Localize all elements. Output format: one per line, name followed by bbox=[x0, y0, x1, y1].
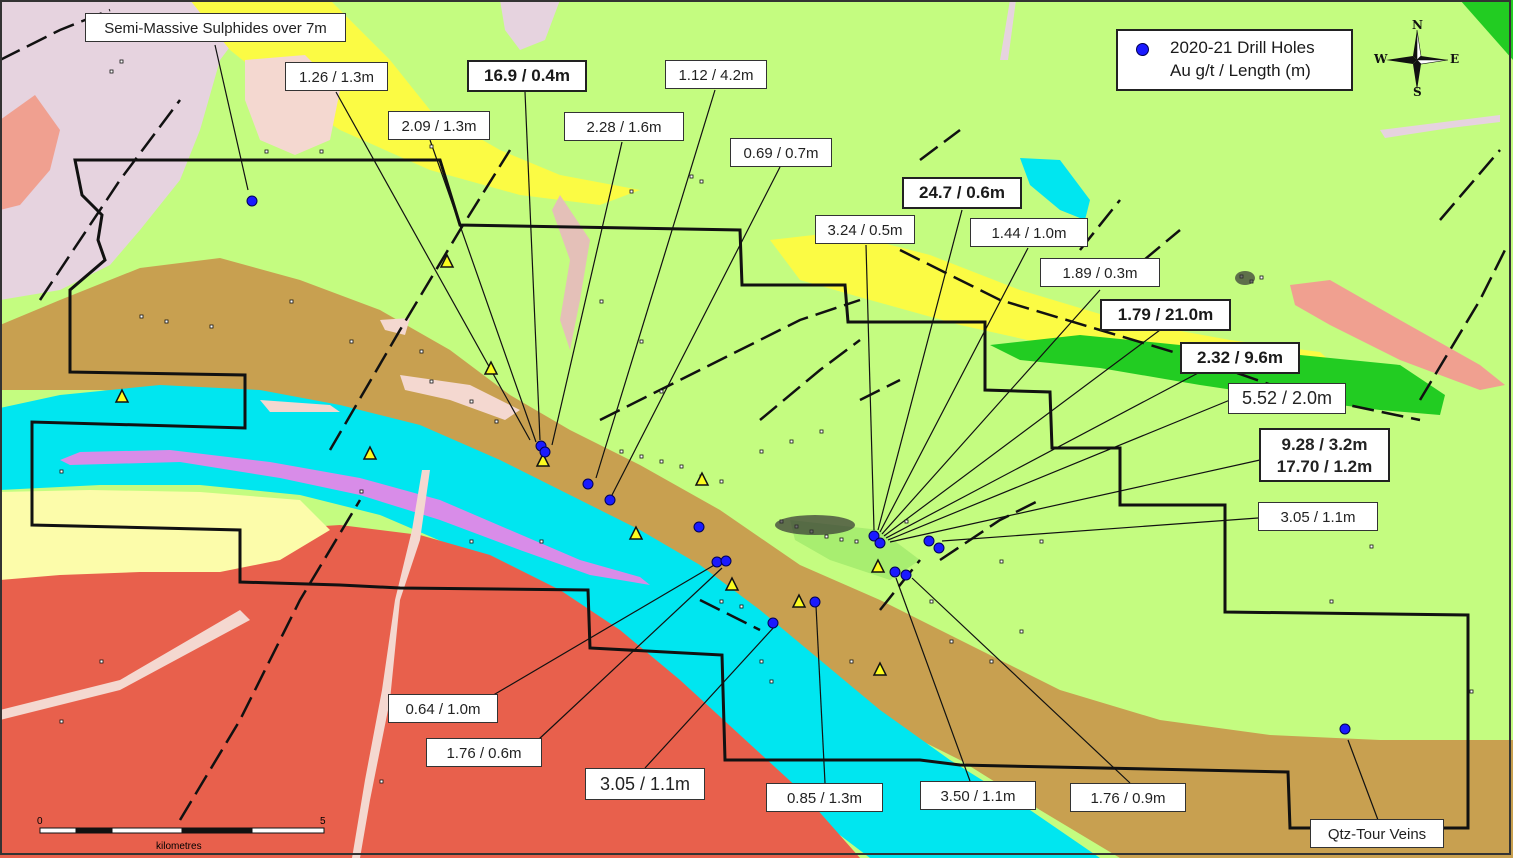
compass-rose-icon bbox=[1386, 29, 1449, 90]
compass-south: S bbox=[1413, 85, 1422, 99]
compass-west: W bbox=[1374, 52, 1388, 66]
intercept-label: 1.12 / 4.2m bbox=[665, 60, 767, 89]
legend: 2020-21 Drill Holes Au g/t / Length (m) bbox=[1116, 29, 1353, 91]
intercept-label: 1.76 / 0.6m bbox=[426, 738, 542, 767]
scale-bar bbox=[39, 827, 325, 834]
cyan-lens-east bbox=[1020, 158, 1090, 220]
legend-marker-label: 2020-21 Drill Holes bbox=[1170, 38, 1315, 57]
dense-collar-cluster bbox=[775, 271, 1255, 535]
qtz-tour-label: Qtz-Tour Veins bbox=[1310, 819, 1444, 848]
yellow-band-top bbox=[190, 0, 640, 205]
intercept-label: 16.9 / 0.4m bbox=[467, 60, 587, 92]
violet-stripe bbox=[60, 450, 650, 585]
compass-east: E bbox=[1450, 52, 1460, 66]
semi-massive-label: Semi-Massive Sulphides over 7m bbox=[85, 13, 346, 42]
pink-strip-top bbox=[500, 0, 560, 50]
intercept-label: 1.76 / 0.9m bbox=[1070, 783, 1186, 812]
pink-unit bbox=[0, 0, 265, 300]
intercept-label: 5.52 / 2.0m bbox=[1228, 383, 1346, 414]
intercept-label: 3.05 / 1.1m bbox=[1258, 502, 1378, 531]
intercept-label: 3.05 / 1.1m bbox=[585, 768, 705, 800]
legend-units-label: Au g/t / Length (m) bbox=[1170, 61, 1311, 80]
drill-holes bbox=[246, 195, 1351, 735]
salmon-unit-left bbox=[0, 95, 60, 210]
intercept-label: 3.50 / 1.1m bbox=[920, 781, 1036, 810]
intercept-label: 0.64 / 1.0m bbox=[388, 694, 498, 723]
scale-start-label: 0 bbox=[37, 816, 43, 827]
dark-green-corner bbox=[1460, 0, 1513, 60]
intercept-label: 1.79 / 21.0m bbox=[1100, 299, 1231, 331]
drill-hole-marker-icon bbox=[1136, 43, 1149, 56]
intercept-label: 2.09 / 1.3m bbox=[388, 111, 490, 140]
intercept-label: 2.32 / 9.6m bbox=[1180, 342, 1300, 374]
intercept-line: 17.70 / 1.2m bbox=[1276, 457, 1373, 476]
scale-unit-label: kilometres bbox=[156, 841, 202, 852]
intercept-label: 1.89 / 0.3m bbox=[1040, 258, 1160, 287]
intercept-label: 1.26 / 1.3m bbox=[285, 62, 388, 91]
intercept-label: 0.85 / 1.3m bbox=[766, 783, 883, 812]
intercept-label: 24.7 / 0.6m bbox=[902, 177, 1022, 209]
intercept-label: 0.69 / 0.7m bbox=[730, 138, 832, 167]
leader-lines bbox=[214, 44, 1379, 821]
salmon-strip-east bbox=[1290, 280, 1505, 390]
north-arrow: N S W E bbox=[1374, 18, 1460, 99]
compass-north: N bbox=[1412, 18, 1423, 32]
intercept-label: 1.44 / 1.0m bbox=[970, 218, 1088, 247]
pale-yellow-strip bbox=[0, 490, 330, 580]
intercept-label: 2.28 / 1.6m bbox=[564, 112, 684, 141]
intercept-label: 3.24 / 0.5m bbox=[815, 215, 915, 244]
prospect-triangles bbox=[114, 253, 888, 676]
scale-end-label: 5 bbox=[320, 816, 326, 827]
property-boundary bbox=[30, 158, 1470, 830]
intercept-line: 9.28 / 3.2m bbox=[1281, 435, 1368, 454]
intercept-label-multi: 9.28 / 3.2m 17.70 / 1.2m bbox=[1259, 428, 1390, 482]
brown-band bbox=[0, 258, 1513, 858]
cyan-band bbox=[0, 385, 1100, 858]
pale-pink-lenses bbox=[400, 375, 520, 420]
light-green-lens bbox=[790, 520, 920, 580]
